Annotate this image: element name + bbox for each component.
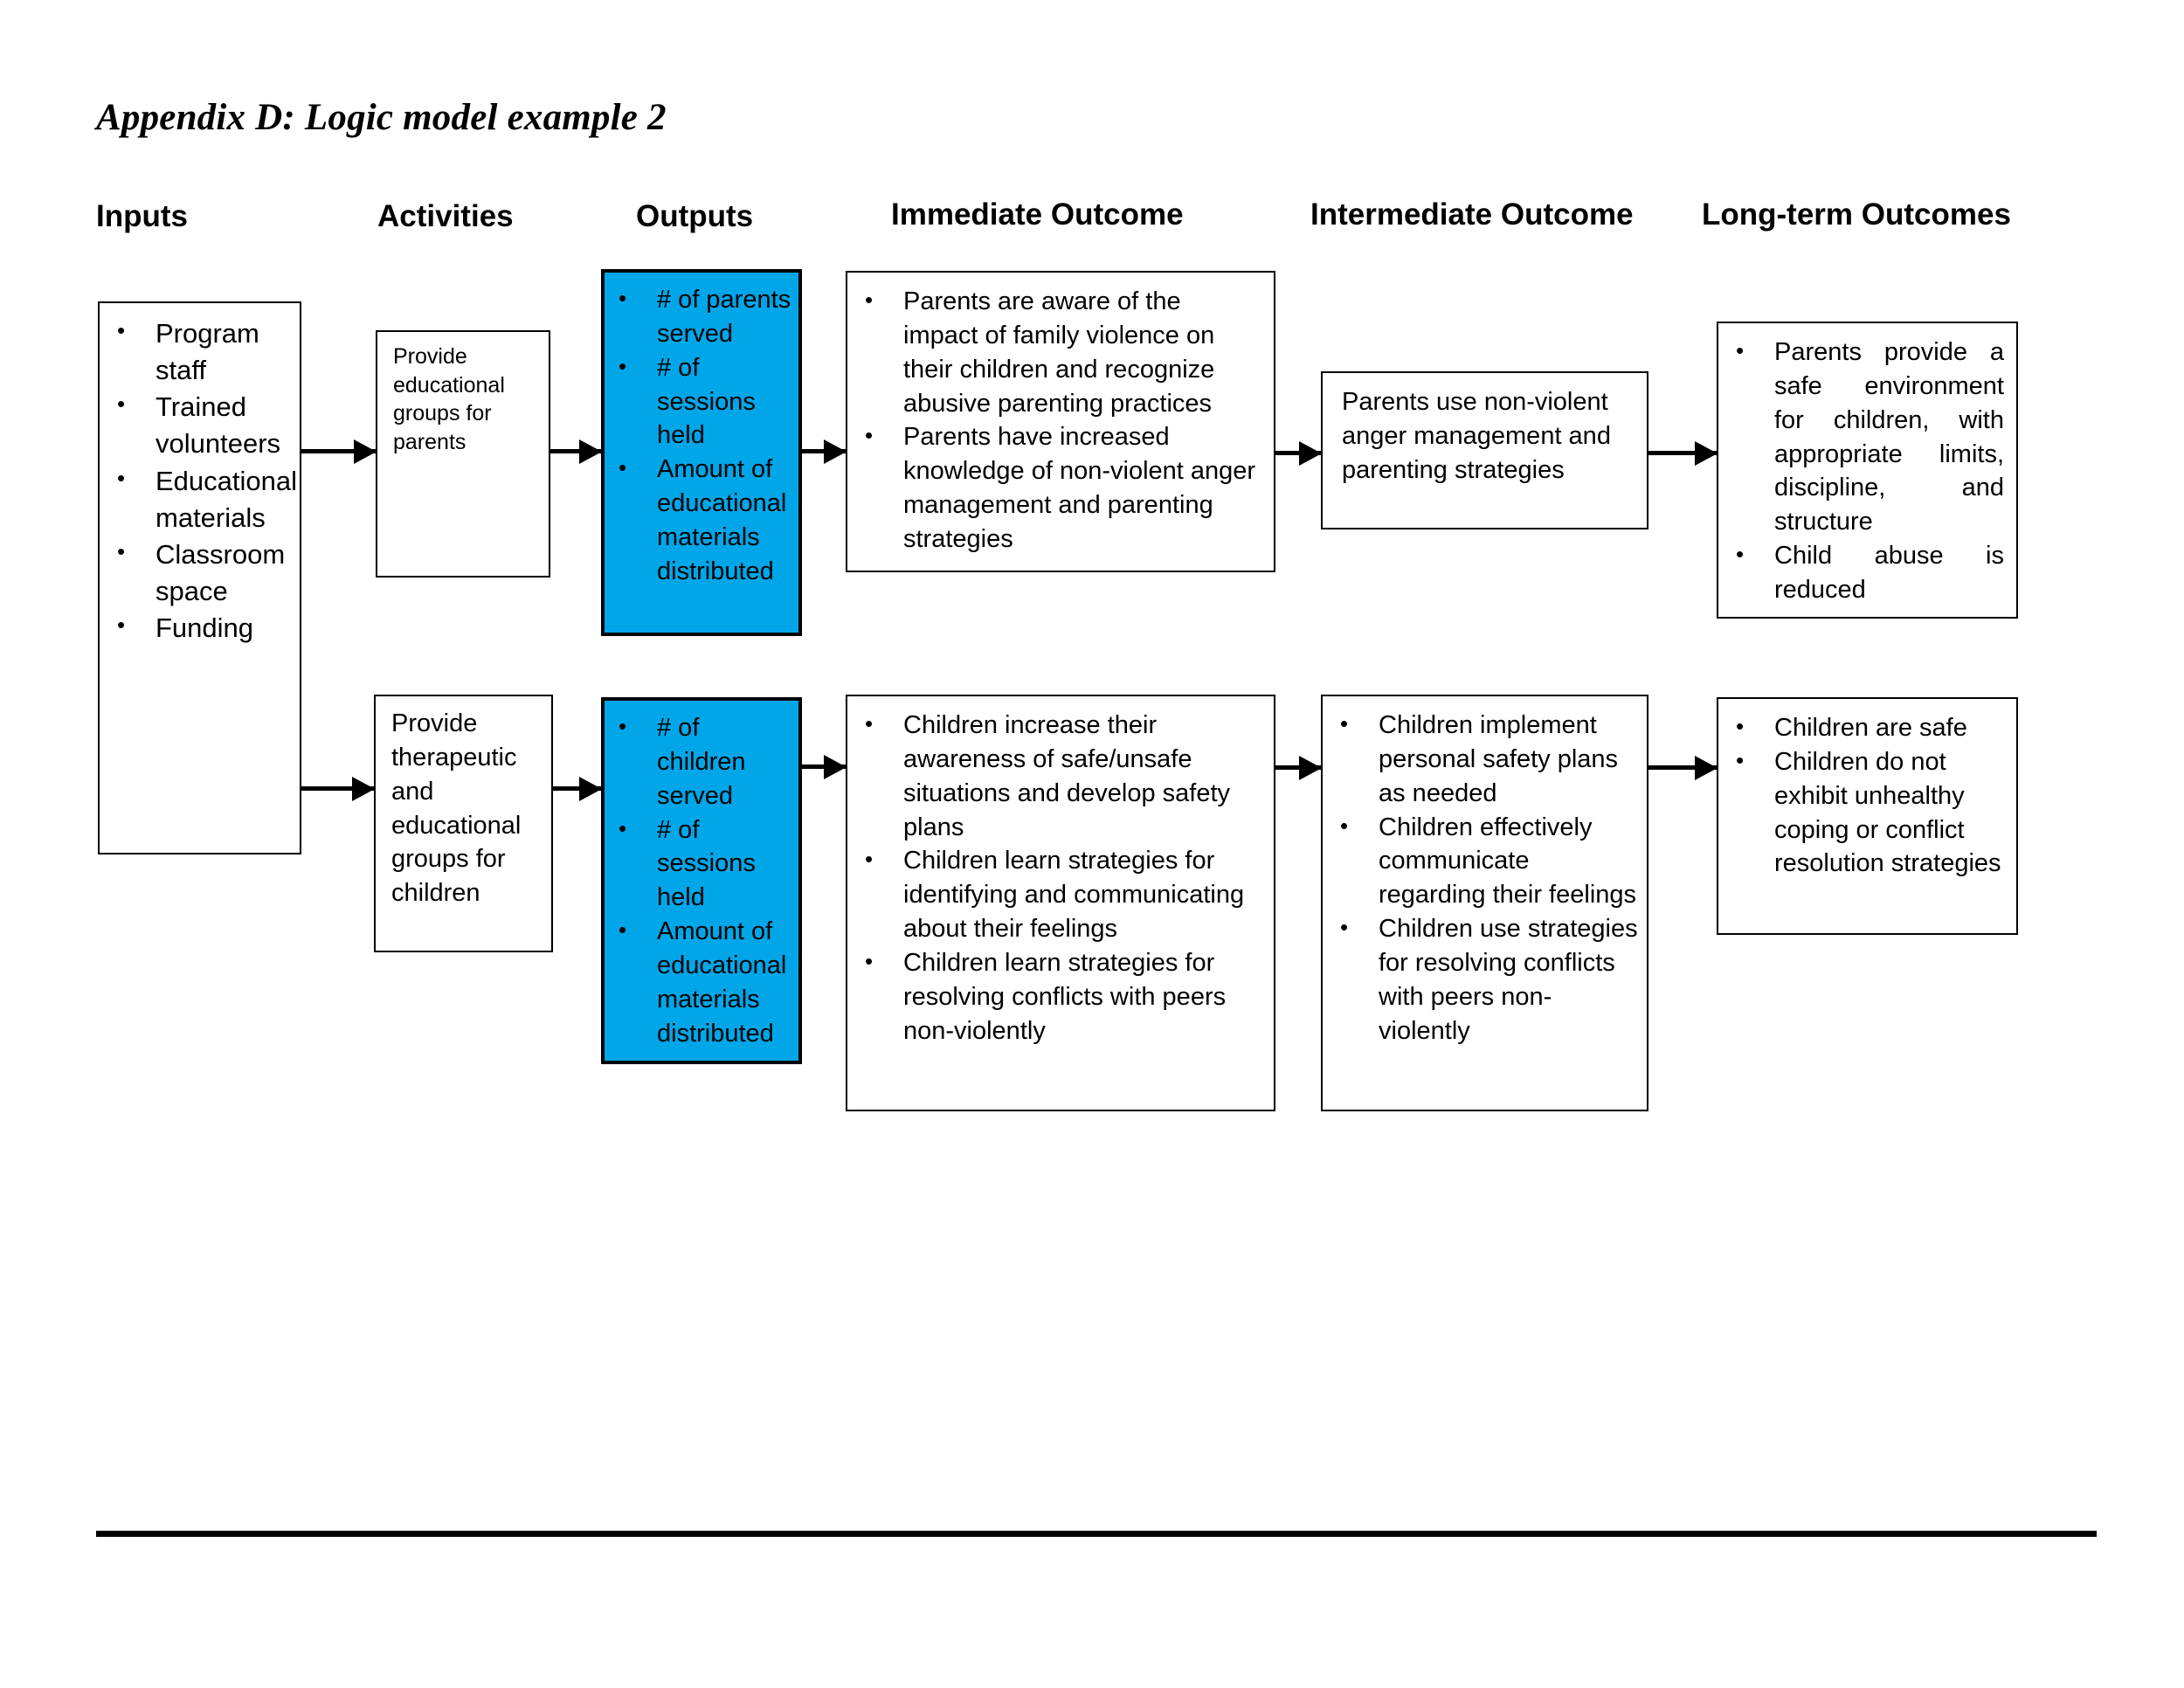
list-item: Children do not exhibit unhealthy coping… [1731,745,2004,881]
arrow-intermediate-children-to-longterm [1648,765,1717,770]
arrow-activities-parents-to-outputs [550,449,601,453]
box-intermediate-children[interactable]: Children implement personal safety plans… [1321,695,1648,1111]
box-outputs-children[interactable]: # of children served # of sessions held … [601,697,802,1064]
arrow-activities-children-to-outputs [553,786,601,791]
list-item: # of parents served [613,283,793,351]
column-header-immediate: Immediate Outcome [891,197,1184,232]
list-item: Funding [112,610,291,647]
column-header-longterm: Long-term Outcomes [1702,197,2011,232]
outputs-children-list: # of children served # of sessions held … [613,711,793,1051]
list-item: Program staff [112,315,291,389]
list-item: Children learn strategies for identifyin… [860,844,1261,946]
box-activities-children[interactable]: Provide therapeutic and educational grou… [374,695,553,952]
arrow-outputs-children-to-immediate [802,764,846,769]
box-activities-parents[interactable]: Provide educational groups for parents [376,330,550,578]
list-item: # of sessions held [613,813,793,916]
list-item: Children are safe [1731,711,2004,745]
list-item: Educational materials [112,463,297,536]
box-inputs[interactable]: Program staff Trained volunteers Educati… [98,301,301,854]
box-text: Provide educational groups for parents [393,344,505,454]
immediate-children-list: Children increase their awareness of saf… [860,709,1261,1048]
list-item: Children implement personal safety plans… [1335,709,1638,811]
column-header-inputs: Inputs [96,199,188,233]
list-item: # of sessions held [613,351,793,453]
arrow-immediate-children-to-intermediate [1275,765,1321,770]
longterm-parents-list: Parents provide a safe environment for c… [1731,336,2004,607]
list-item: Trained volunteers [112,389,291,462]
intermediate-children-list: Children implement personal safety plans… [1335,709,1638,1048]
list-item: Parents provide a safe environment for c… [1731,336,2004,539]
box-longterm-children[interactable]: Children are safe Children do not exhibi… [1717,697,2018,935]
arrow-outputs-parents-to-immediate [802,449,846,453]
outputs-parents-list: # of parents served # of sessions held A… [613,283,793,589]
list-item: Amount of educational materials distribu… [613,453,793,588]
box-outputs-parents[interactable]: # of parents served # of sessions held A… [601,269,802,636]
column-header-outputs: Outputs [636,199,754,233]
list-item: Children effectively communicate regardi… [1335,811,1638,913]
list-item: Child abuse is reduced [1731,539,2004,607]
box-immediate-children[interactable]: Children increase their awareness of saf… [846,695,1275,1111]
box-text: Parents use non-violent anger management… [1342,388,1611,484]
list-item: # of children served [613,711,793,813]
arrow-inputs-to-activities-parents [301,449,376,453]
list-item: Children increase their awareness of saf… [860,709,1261,844]
column-header-activities: Activities [377,199,514,233]
box-longterm-parents[interactable]: Parents provide a safe environment for c… [1717,322,2018,619]
footer-divider [96,1531,2097,1537]
list-item: Classroom space [112,536,291,610]
page-title: Appendix D: Logic model example 2 [96,97,667,138]
arrow-inputs-to-activities-children [301,786,374,791]
list-item: Parents have increased knowledge of non-… [860,420,1261,556]
list-item: Amount of educational materials distribu… [613,915,793,1050]
arrow-intermediate-parents-to-longterm [1648,451,1717,455]
list-item: Children learn strategies for resolving … [860,946,1261,1048]
list-item: Children use strategies for resolving co… [1335,912,1638,1048]
box-intermediate-parents[interactable]: Parents use non-violent anger management… [1321,371,1648,529]
inputs-list: Program staff Trained volunteers Educati… [112,315,297,647]
box-immediate-parents[interactable]: Parents are aware of the impact of famil… [846,271,1275,572]
arrow-immediate-parents-to-intermediate [1275,451,1321,455]
immediate-parents-list: Parents are aware of the impact of famil… [860,285,1261,557]
box-text: Provide therapeutic and educational grou… [391,709,522,908]
longterm-children-list: Children are safe Children do not exhibi… [1731,711,2004,881]
column-header-intermediate: Intermediate Outcome [1310,197,1634,232]
list-item: Parents are aware of the impact of famil… [860,285,1261,420]
